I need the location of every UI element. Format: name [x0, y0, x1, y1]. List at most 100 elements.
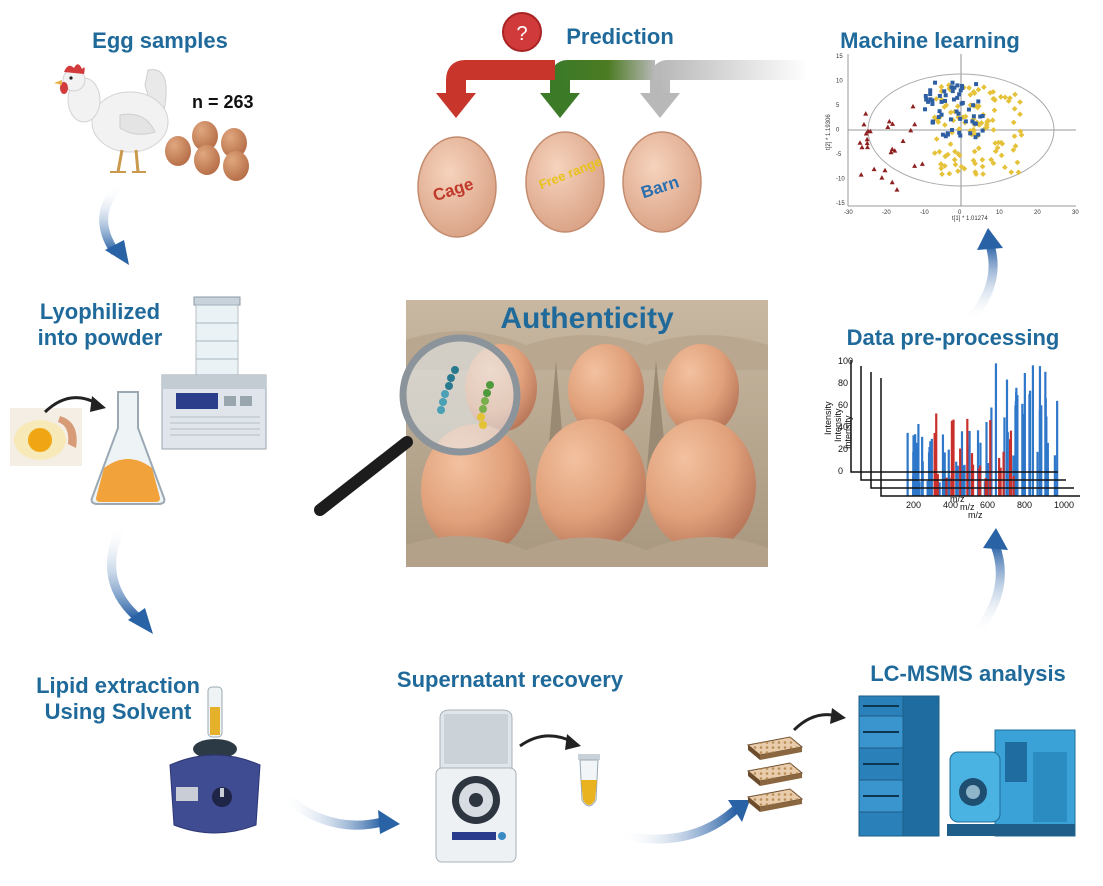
pca-point-cage [879, 175, 885, 180]
hplc-stack [858, 695, 940, 837]
pca-point-barn [958, 116, 963, 121]
free-range-arrowhead [540, 93, 580, 118]
pca-point-free-range [1012, 91, 1018, 98]
pca-ytick: -5 [836, 152, 842, 158]
ms-peak [943, 452, 946, 496]
arrow-lcmsms-to-preprocessing [971, 543, 1005, 638]
pca-point-barn [950, 89, 955, 94]
ms-peak [947, 449, 950, 496]
ms-xtick: 1000 [1054, 500, 1074, 510]
pca-point-barn [924, 97, 929, 102]
ms-ytick: 0 [838, 466, 843, 476]
sample-count: n = 263 [192, 92, 254, 112]
pca-point-free-range [1011, 105, 1018, 112]
arrow-preprocessing-to-ml [964, 243, 998, 326]
pca-point-barn [955, 95, 960, 100]
ms-peak [950, 420, 953, 496]
pca-point-barn [943, 98, 948, 103]
ms-peak [1044, 398, 1047, 496]
pca-point-cage [864, 140, 870, 146]
pca-point-free-range [931, 150, 938, 156]
pca-point-cage [889, 179, 895, 185]
arrow-eggs-to-lyophilized [99, 181, 124, 255]
pca-point-barn [976, 132, 981, 137]
ms-ylabel-2: Intensity [833, 408, 843, 442]
pca-point-free-range [1010, 147, 1017, 153]
ms-peak [935, 413, 938, 496]
pca-point-barn [958, 133, 963, 138]
barn-arrowhead [640, 93, 680, 118]
ms-peak [990, 407, 993, 496]
ms-peak [961, 465, 964, 496]
lipid-molecule-blue [437, 366, 459, 414]
pca-point-barn [957, 130, 962, 135]
pca-xlabel: t[1] * 1.01274 [952, 216, 988, 222]
pca-point-cage [857, 140, 863, 145]
pca-point-free-range [990, 160, 997, 167]
arrow-lcmsms-to-preprocessing-head [983, 528, 1008, 550]
pca-point-barn [966, 107, 971, 112]
pca-point-barn [970, 119, 975, 124]
pca-point-barn [951, 97, 956, 102]
ms-axes [850, 360, 1080, 497]
pca-point-free-range [998, 94, 1004, 100]
pca-point-barn [928, 97, 933, 102]
ms-peak [912, 435, 915, 496]
ms-peak [999, 467, 1002, 496]
pca-point-barn [943, 93, 948, 98]
ms-peak [1046, 442, 1049, 496]
ms-ylabel-3: Intensity [843, 415, 853, 449]
lipid-line1: Lipid extraction [36, 673, 200, 698]
pca-point-free-range [952, 148, 958, 155]
ms-peak [989, 420, 992, 496]
pca-point-cage [908, 127, 914, 133]
pca-point-barn [971, 114, 976, 119]
ms-peak [998, 457, 1001, 496]
pca-point-free-range [952, 161, 959, 168]
pca-point-cage [865, 128, 871, 134]
ms-peak [977, 468, 981, 496]
pca-point-free-range [973, 171, 979, 177]
ms-peak [956, 465, 959, 496]
pca-point-cage [886, 118, 892, 124]
pca-xtick: -30 [844, 210, 853, 216]
ms-peak [917, 423, 920, 496]
ms-peak [1006, 432, 1009, 496]
pca-point-barn [949, 85, 954, 90]
ms-ytick: 40 [838, 422, 848, 432]
ms-peak [947, 475, 951, 496]
ms-peak [1056, 400, 1059, 496]
pca-point-cage [892, 148, 898, 153]
ms-peak [967, 446, 971, 496]
question-mark: ? [516, 23, 528, 45]
cage-arrowhead [436, 93, 476, 118]
ms-ytick: 20 [838, 444, 848, 454]
ms-peak [933, 432, 936, 496]
pca-point-barn [949, 128, 954, 133]
ms-peak [929, 441, 932, 496]
ms-peak [976, 430, 980, 496]
centrifuge-to-tube-arrow [519, 734, 581, 750]
pca-point-free-range [933, 136, 940, 142]
pca-point-cage [863, 111, 869, 116]
arrow-lipid-to-supernatant-head [378, 810, 400, 834]
pca-point-barn [937, 109, 942, 114]
ms-peak [906, 432, 909, 496]
pca-point-barn [955, 83, 960, 88]
ms-xlabel-1: m/z [950, 494, 965, 504]
egg-sample-cluster [165, 121, 249, 181]
pca-point-free-range [939, 171, 945, 177]
egg-samples-title: Egg samples [92, 28, 228, 53]
pca-point-barn [973, 121, 978, 126]
preprocessing-title: Data pre-processing [846, 325, 1060, 350]
ms-peak [1053, 455, 1056, 496]
pca-point-free-range [1017, 99, 1023, 105]
prediction-title: Prediction [566, 24, 674, 49]
pca-point-barn [956, 111, 961, 116]
pca-point-barn [930, 119, 935, 124]
ms-peak [945, 477, 948, 496]
ms-peak [1002, 451, 1005, 496]
